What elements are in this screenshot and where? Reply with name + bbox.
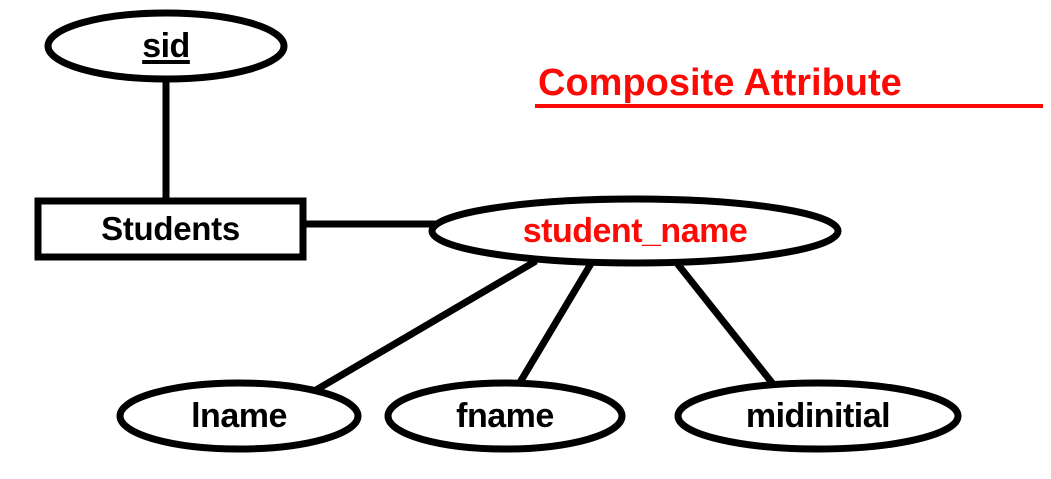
attribute-student-name-shape[interactable]: [428, 195, 842, 267]
connector-student-name-fname: [515, 260, 596, 386]
attribute-midinitial-shape[interactable]: [674, 379, 962, 453]
attribute-fname-shape[interactable]: [384, 379, 626, 453]
diagram-title: Composite Attribute: [538, 62, 902, 104]
connector-student-name-lname: [314, 257, 538, 394]
connector-student-name-midinitial: [673, 259, 780, 392]
attribute-sid-shape[interactable]: [44, 9, 288, 83]
entity-students-shape[interactable]: [34, 197, 307, 261]
diagram-title-underline: [535, 104, 1043, 108]
attribute-lname-shape[interactable]: [116, 379, 362, 453]
